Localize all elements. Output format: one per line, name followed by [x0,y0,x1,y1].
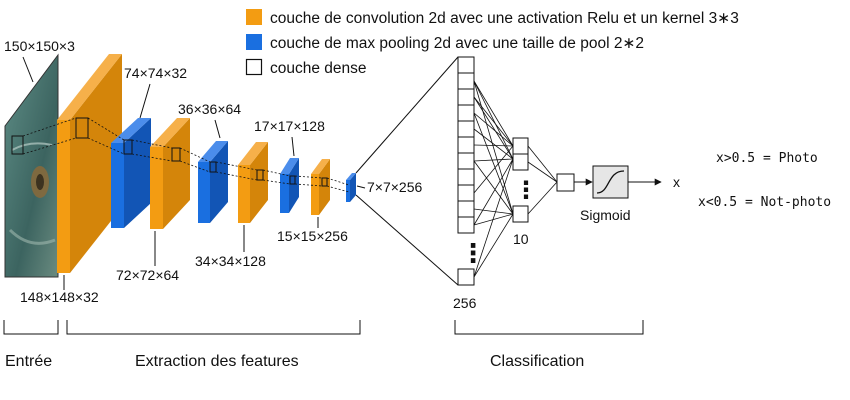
dense-connections-2 [527,145,558,215]
conv2-block [150,118,190,229]
conv4-size-label: 15×15×256 [277,228,348,244]
legend-pool-label: couche de max pooling 2d avec une taille… [270,35,644,52]
pool1-block [111,118,151,228]
legend-conv-swatch [246,9,262,25]
legend-dense-label: couche dense [270,60,367,77]
conv2-size-label: 72×72×64 [116,267,179,283]
sink-photo-image [4,53,59,278]
bracket-input [3,320,59,335]
dense-10-dots: ⋮ [514,177,538,204]
legend: couche de convolution 2d avec une activa… [245,9,739,77]
dense-connections-1 [473,80,514,278]
bracket-features [66,320,361,335]
pool4-label-leader [356,185,366,189]
input-label-leader [22,56,34,83]
flatten-line-top [355,56,459,174]
pool3-label-leader [291,136,295,157]
conv1-block [57,54,122,273]
section-classification-label: Classification [490,353,584,370]
pool4-block [346,173,356,202]
conv1-size-label: 148×148×32 [20,289,99,305]
output-neuron [556,173,575,192]
pool1-label-leader [139,83,151,119]
conv4-block [311,159,330,215]
input-image [4,53,59,278]
input-size-label: 150×150×3 [4,38,75,54]
section-input-label: Entrée [5,353,52,370]
pool3-size-label: 17×17×128 [254,118,325,134]
decision-not-photo: x<0.5 = Not-photo [698,195,831,210]
sigmoid-label: Sigmoid [580,207,631,223]
conv3-block [238,142,268,223]
flatten-line-bottom [355,194,459,286]
section-features-label: Extraction des features [135,353,299,370]
bracket-classification [454,320,644,335]
sigmoid-curve-icon [592,165,629,199]
decision-photo: x>0.5 = Photo [716,151,818,166]
legend-conv-label: couche de convolution 2d avec une activa… [270,10,739,27]
pool2-block [198,141,228,223]
pool2-label-leader [214,119,221,139]
legend-pool-swatch [246,34,262,50]
dense-256-label: 256 [453,295,477,311]
legend-dense-swatch [245,58,263,76]
pool4-size-label: 7×7×256 [367,179,422,195]
output-label: x [673,174,680,190]
pool1-size-label: 74×74×32 [124,65,187,81]
dense-10-column [512,137,529,223]
conv3-size-label: 34×34×128 [195,253,266,269]
receptive-field-lines [22,117,350,193]
pool3-block [280,158,299,213]
dense-10-label: 10 [513,231,529,247]
pool2-size-label: 36×36×64 [178,101,241,117]
